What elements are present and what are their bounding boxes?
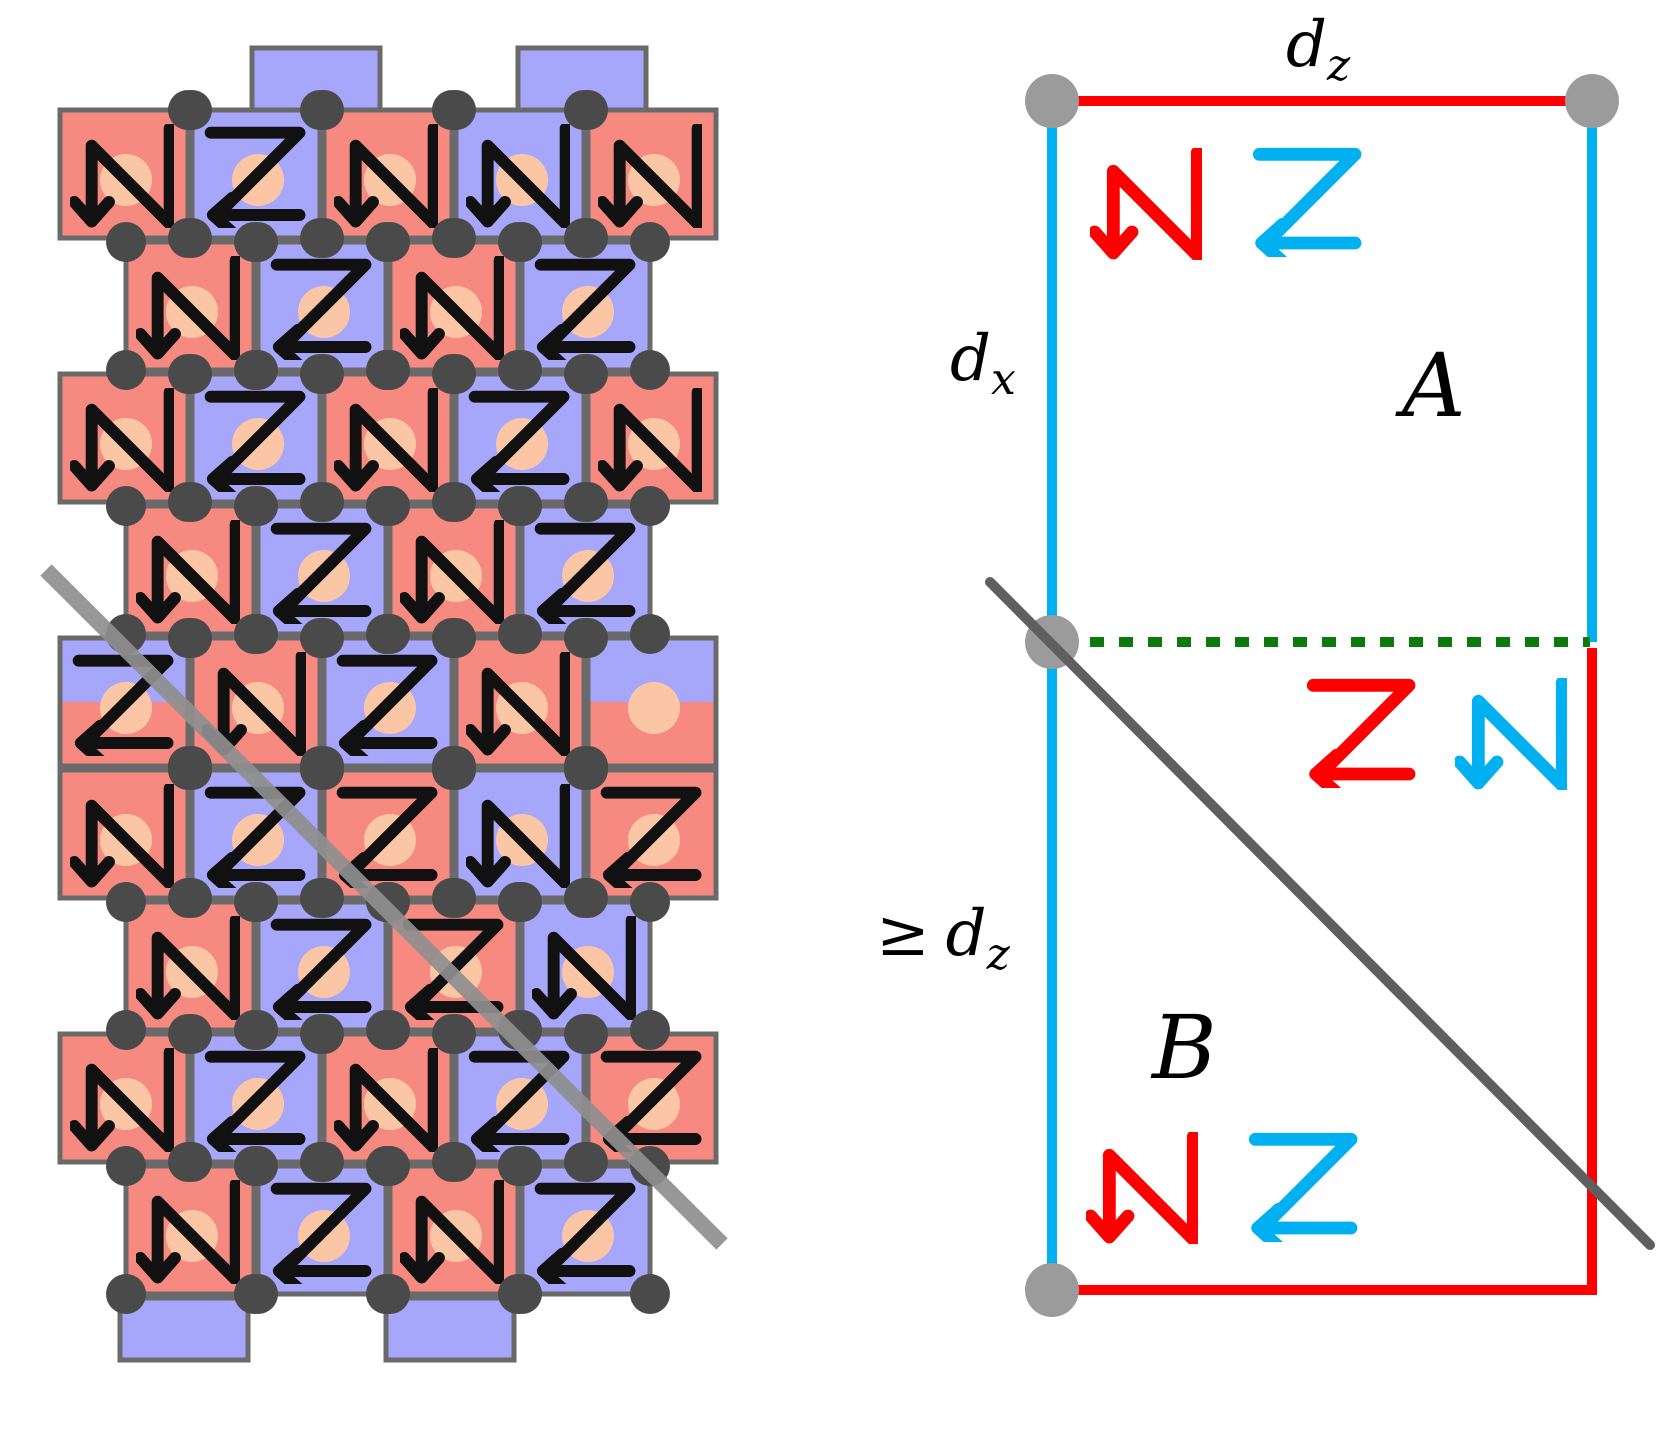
corner-node-top-right: [1565, 74, 1619, 128]
stabilizer-node: [370, 350, 410, 390]
corner-node-top-left: [1025, 74, 1079, 128]
stabilizer-node: [106, 486, 146, 526]
stabilizer-node: [630, 350, 670, 390]
stabilizer-node: [370, 486, 410, 526]
stabilizer-node: [502, 614, 542, 654]
stabilizer-node: [568, 750, 608, 790]
stabilizer-node: [238, 350, 278, 390]
stabilizer-node: [630, 882, 670, 922]
stabilizer-node: [304, 218, 344, 258]
surface-code-lattice: [57, 45, 719, 1363]
stabilizer-node: [106, 1146, 146, 1186]
stabilizer-node: [436, 482, 476, 522]
stabilizer-node: [304, 354, 344, 394]
label-left-dx: dx: [950, 322, 1016, 405]
stabilizer-node: [502, 1146, 542, 1186]
stabilizer-node: [568, 90, 608, 130]
stabilizer-node: [568, 618, 608, 658]
stabilizer-node: [370, 1010, 410, 1050]
stabilizer-node: [436, 218, 476, 258]
stabilizer-node: [106, 882, 146, 922]
stabilizer-node: [370, 222, 410, 262]
stabilizer-node: [106, 350, 146, 390]
stabilizer-node: [238, 486, 278, 526]
schematic-cut-line: [985, 577, 1655, 1250]
label-top-dz: dz: [1286, 8, 1351, 91]
stabilizer-node: [172, 90, 212, 130]
stabilizer-node: [106, 222, 146, 262]
stabilizer-node: [568, 1014, 608, 1054]
stabilizer-node: [238, 614, 278, 654]
stabilizer-node: [630, 486, 670, 526]
stabilizer-node: [502, 882, 542, 922]
stabilizer-node: [568, 1142, 608, 1182]
stabilizer-node: [172, 1142, 212, 1182]
stabilizer-node: [304, 1142, 344, 1182]
stabilizer-node: [502, 222, 542, 262]
stabilizer-node: [630, 222, 670, 262]
stabilizer-node: [370, 614, 410, 654]
tile-bottom: [117, 1295, 251, 1363]
stabilizer-node: [436, 750, 476, 790]
stabilizer-node: [238, 1274, 278, 1314]
stabilizer-node: [502, 486, 542, 526]
stabilizer-node: [568, 482, 608, 522]
stabilizer-node: [172, 618, 212, 658]
stabilizer-node: [172, 354, 212, 394]
stabilizer-node: [304, 750, 344, 790]
stabilizer-node: [568, 218, 608, 258]
stabilizer-node: [436, 1014, 476, 1054]
stabilizer-node: [172, 1014, 212, 1054]
label-left-ge-dz: ≥dz: [876, 897, 1011, 980]
corner-node-bottom-left: [1025, 1263, 1079, 1317]
stabilizer-node: [172, 878, 212, 918]
stabilizer-node: [238, 1146, 278, 1186]
stabilizer-node: [630, 614, 670, 654]
stabilizer-node: [172, 482, 212, 522]
stabilizer-node: [304, 1014, 344, 1054]
upper-arrow-pair: [1095, 153, 1355, 262]
stabilizer-node: [106, 1274, 146, 1314]
stabilizer-node: [436, 878, 476, 918]
stabilizer-node: [436, 618, 476, 658]
stabilizer-node: [304, 90, 344, 130]
lattice-cut-line: [40, 564, 728, 1250]
lower-arrow-pair: [1091, 1137, 1351, 1247]
stabilizer-node: [238, 222, 278, 262]
tile-bottom: [383, 1295, 517, 1363]
stabilizer-node: [304, 878, 344, 918]
stabilizer-node: [568, 354, 608, 394]
stabilizer-node: [436, 354, 476, 394]
stabilizer-node: [436, 90, 476, 130]
region-label-b: B: [1150, 996, 1217, 1099]
stabilizer-node: [370, 1146, 410, 1186]
stabilizer-node: [106, 1010, 146, 1050]
patch-schematic: dz dx ≥dz A B: [876, 8, 1655, 1317]
stabilizer-node: [304, 618, 344, 658]
stabilizer-node: [502, 1274, 542, 1314]
stabilizer-node: [502, 350, 542, 390]
middle-arrow-pair: [1313, 683, 1562, 793]
stabilizer-node: [304, 482, 344, 522]
stabilizer-node: [370, 1274, 410, 1314]
stabilizer-node: [630, 1274, 670, 1314]
region-label-a: A: [1395, 334, 1466, 437]
stabilizer-node: [238, 882, 278, 922]
qubit-dot: [628, 682, 680, 734]
stabilizer-node: [436, 1142, 476, 1182]
stabilizer-node: [630, 1010, 670, 1050]
stabilizer-node: [172, 218, 212, 258]
stabilizer-node: [238, 1010, 278, 1050]
stabilizer-node: [568, 878, 608, 918]
stabilizer-node: [172, 750, 212, 790]
